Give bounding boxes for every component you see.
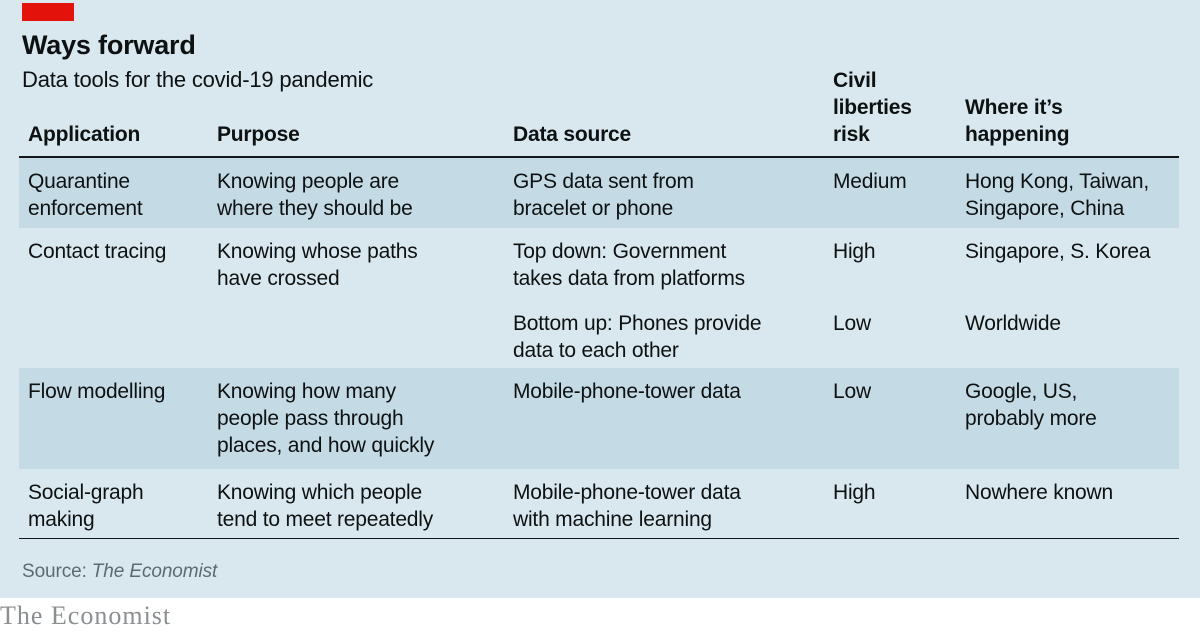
- economist-wordmark: The Economist: [0, 601, 172, 630]
- cell-application: Social-graph making: [28, 481, 144, 531]
- table-body: Quarantine enforcement Knowing people ar…: [19, 157, 1179, 538]
- cell-risk: Medium: [833, 170, 907, 193]
- cell-where: Singapore, S. Korea: [965, 240, 1151, 263]
- header-row: Application Purpose Data source Civil li…: [19, 60, 1179, 157]
- cell-application: Contact tracing: [28, 240, 167, 263]
- cell-where: Google, US, probably more: [965, 380, 1097, 430]
- cell-application: Flow modelling: [28, 380, 166, 403]
- source-note: Source:The Economist: [22, 561, 217, 583]
- table-row: Quarantine enforcement Knowing people ar…: [19, 157, 1179, 228]
- cell-data-source: Bottom up: Phones provide data to each o…: [513, 312, 762, 362]
- table-row: Contact tracing Knowing whose paths have…: [19, 228, 1179, 300]
- table-row: Social-graph making Knowing which people…: [19, 469, 1179, 538]
- cell-purpose: Knowing people are where they should be: [217, 170, 413, 220]
- cell-purpose: Knowing whose paths have crossed: [217, 240, 418, 290]
- chart-title: Ways forward: [22, 30, 196, 60]
- column-header-purpose: Purpose: [217, 123, 300, 146]
- cell-application: [19, 300, 208, 368]
- cell-purpose: Knowing how many people pass through pla…: [217, 380, 435, 457]
- column-header-application: Application: [28, 123, 141, 146]
- column-header-where-its-happening: Where it’s happening: [965, 96, 1070, 146]
- cell-risk: Low: [833, 380, 871, 403]
- chart-panel: Ways forward Data tools for the covid-19…: [0, 0, 1200, 598]
- cell-data-source: Top down: Government takes data from pla…: [513, 240, 745, 290]
- source-prefix: Source:: [22, 561, 87, 582]
- cell-where: Hong Kong, Taiwan, Singapore, China: [965, 170, 1149, 220]
- cell-risk: High: [833, 481, 876, 504]
- column-header-civil-liberties-risk: Civil liberties risk: [833, 69, 912, 146]
- chart-subtitle: Data tools for the covid-19 pandemic: [22, 67, 374, 92]
- source-name: The Economist: [91, 561, 218, 582]
- cell-data-source: Mobile-phone-tower data with machine lea…: [513, 481, 741, 531]
- column-header-data-source: Data source: [513, 123, 632, 146]
- table-row: Flow modelling Knowing how many people p…: [19, 368, 1179, 469]
- cell-data-source: GPS data sent from bracelet or phone: [513, 170, 694, 220]
- table-row: Bottom up: Phones provide data to each o…: [19, 300, 1179, 368]
- cell-data-source: Mobile-phone-tower data: [513, 380, 741, 403]
- economist-red-tab-icon: [22, 3, 74, 21]
- cell-application: Quarantine enforcement: [28, 170, 143, 220]
- data-table: Application Purpose Data source Civil li…: [19, 60, 1179, 539]
- cell-purpose: Knowing which people tend to meet repeat…: [217, 481, 434, 531]
- cell-risk: Low: [833, 312, 871, 335]
- cell-where: Worldwide: [965, 312, 1061, 335]
- cell-where: Nowhere known: [965, 481, 1113, 504]
- cell-purpose: [208, 300, 504, 368]
- cell-risk: High: [833, 240, 876, 263]
